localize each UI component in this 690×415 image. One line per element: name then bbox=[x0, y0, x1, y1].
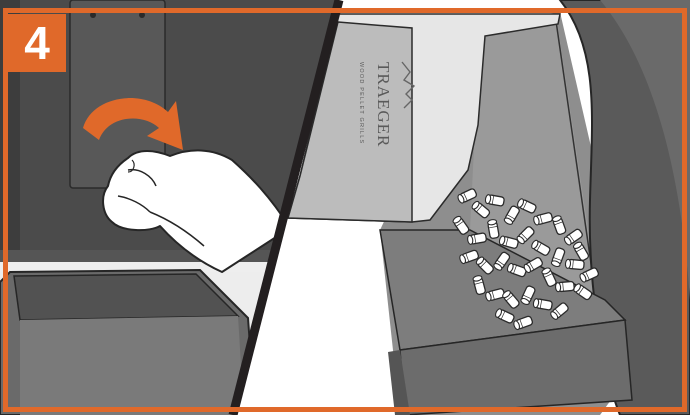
bag-brand: TRAEGER bbox=[374, 62, 393, 147]
bag-tagline: WOOD PELLET GRILLS bbox=[358, 62, 364, 144]
step-number-badge: 4 bbox=[8, 14, 66, 72]
